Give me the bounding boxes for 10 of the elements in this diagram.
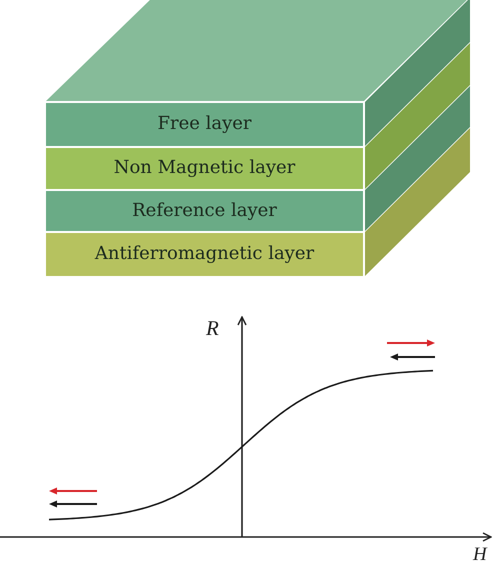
layer-box [46, 103, 363, 146]
layer-label: Free layer [157, 114, 252, 135]
axis-label: R [206, 319, 219, 338]
layer-box [46, 191, 363, 231]
axis-label: H [473, 546, 487, 563]
layer-label: Antiferromagnetic layer [94, 244, 314, 265]
layer-box [46, 233, 363, 276]
layer-box [46, 148, 363, 189]
layer-label: Non Magnetic layer [114, 158, 296, 179]
layer-label: Reference layer [132, 200, 277, 222]
